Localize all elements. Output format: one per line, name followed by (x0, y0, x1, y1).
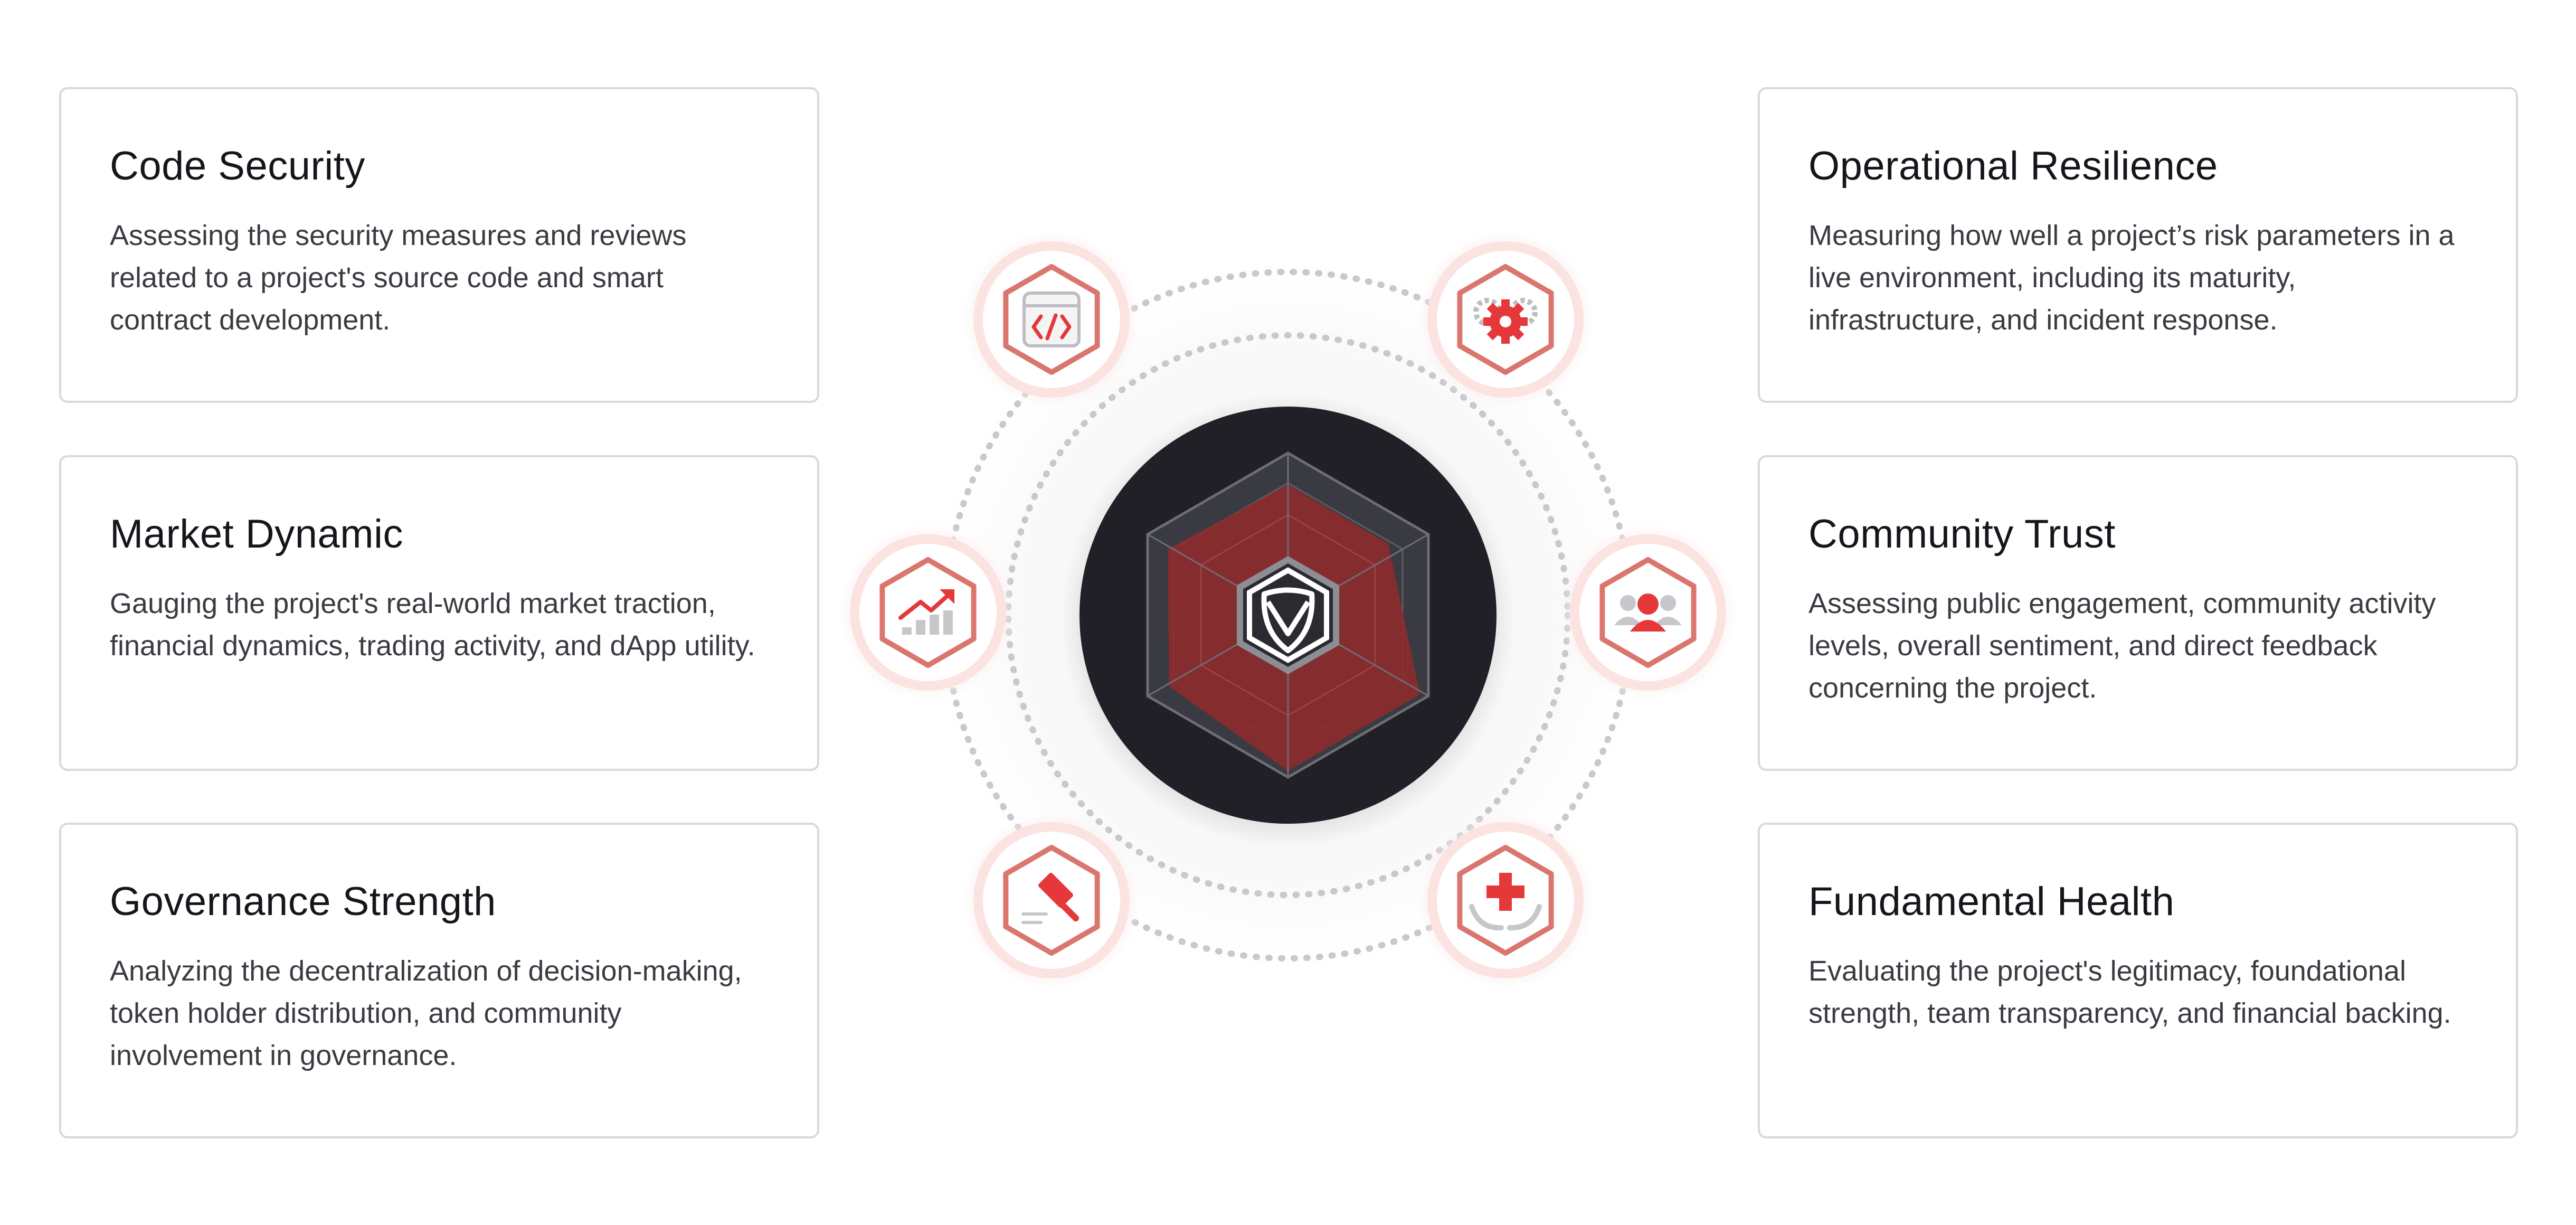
shield-logo-icon (1237, 556, 1339, 674)
card-market-dynamic: Market Dynamic Gauging the project's rea… (59, 455, 819, 771)
card-description: Assessing the security measures and revi… (110, 220, 687, 336)
gears-icon (1473, 298, 1538, 344)
card-title: Code Security (110, 144, 365, 189)
people-badge (1558, 523, 1738, 702)
code-window-icon (1022, 291, 1081, 347)
card-description: Assessing public engagement, community a… (1808, 588, 2436, 704)
card-title: Fundamental Health (1808, 879, 2175, 924)
card-description: Gauging the project's real-world market … (110, 588, 755, 662)
code-window-badge (962, 230, 1141, 409)
card-governance-strength: Governance Strength Analyzing the decent… (59, 823, 819, 1138)
gavel-badge (962, 811, 1141, 990)
gears-badge (1416, 230, 1595, 409)
trend-chart-badge (838, 523, 1018, 702)
medical-cross-hands-badge (1416, 811, 1595, 990)
card-title: Market Dynamic (110, 512, 403, 557)
medical-cross-hands-icon (1469, 873, 1542, 931)
trend-chart-icon (898, 589, 954, 635)
people-icon (1614, 593, 1682, 632)
card-description: Analyzing the decentralization of decisi… (110, 955, 742, 1072)
gavel-icon (1021, 873, 1079, 924)
card-title: Operational Resilience (1808, 144, 2218, 189)
card-description: Measuring how well a project’s risk para… (1808, 220, 2455, 336)
card-operational-resilience: Operational Resilience Measuring how wel… (1758, 87, 2518, 403)
card-code-security: Code Security Assessing the security mea… (59, 87, 819, 403)
card-community-trust: Community Trust Assessing public engagem… (1758, 455, 2518, 771)
card-description: Evaluating the project's legitimacy, fou… (1808, 955, 2451, 1030)
card-fundamental-health: Fundamental Health Evaluating the projec… (1758, 823, 2518, 1138)
card-title: Community Trust (1808, 512, 2116, 557)
card-title: Governance Strength (110, 879, 496, 924)
